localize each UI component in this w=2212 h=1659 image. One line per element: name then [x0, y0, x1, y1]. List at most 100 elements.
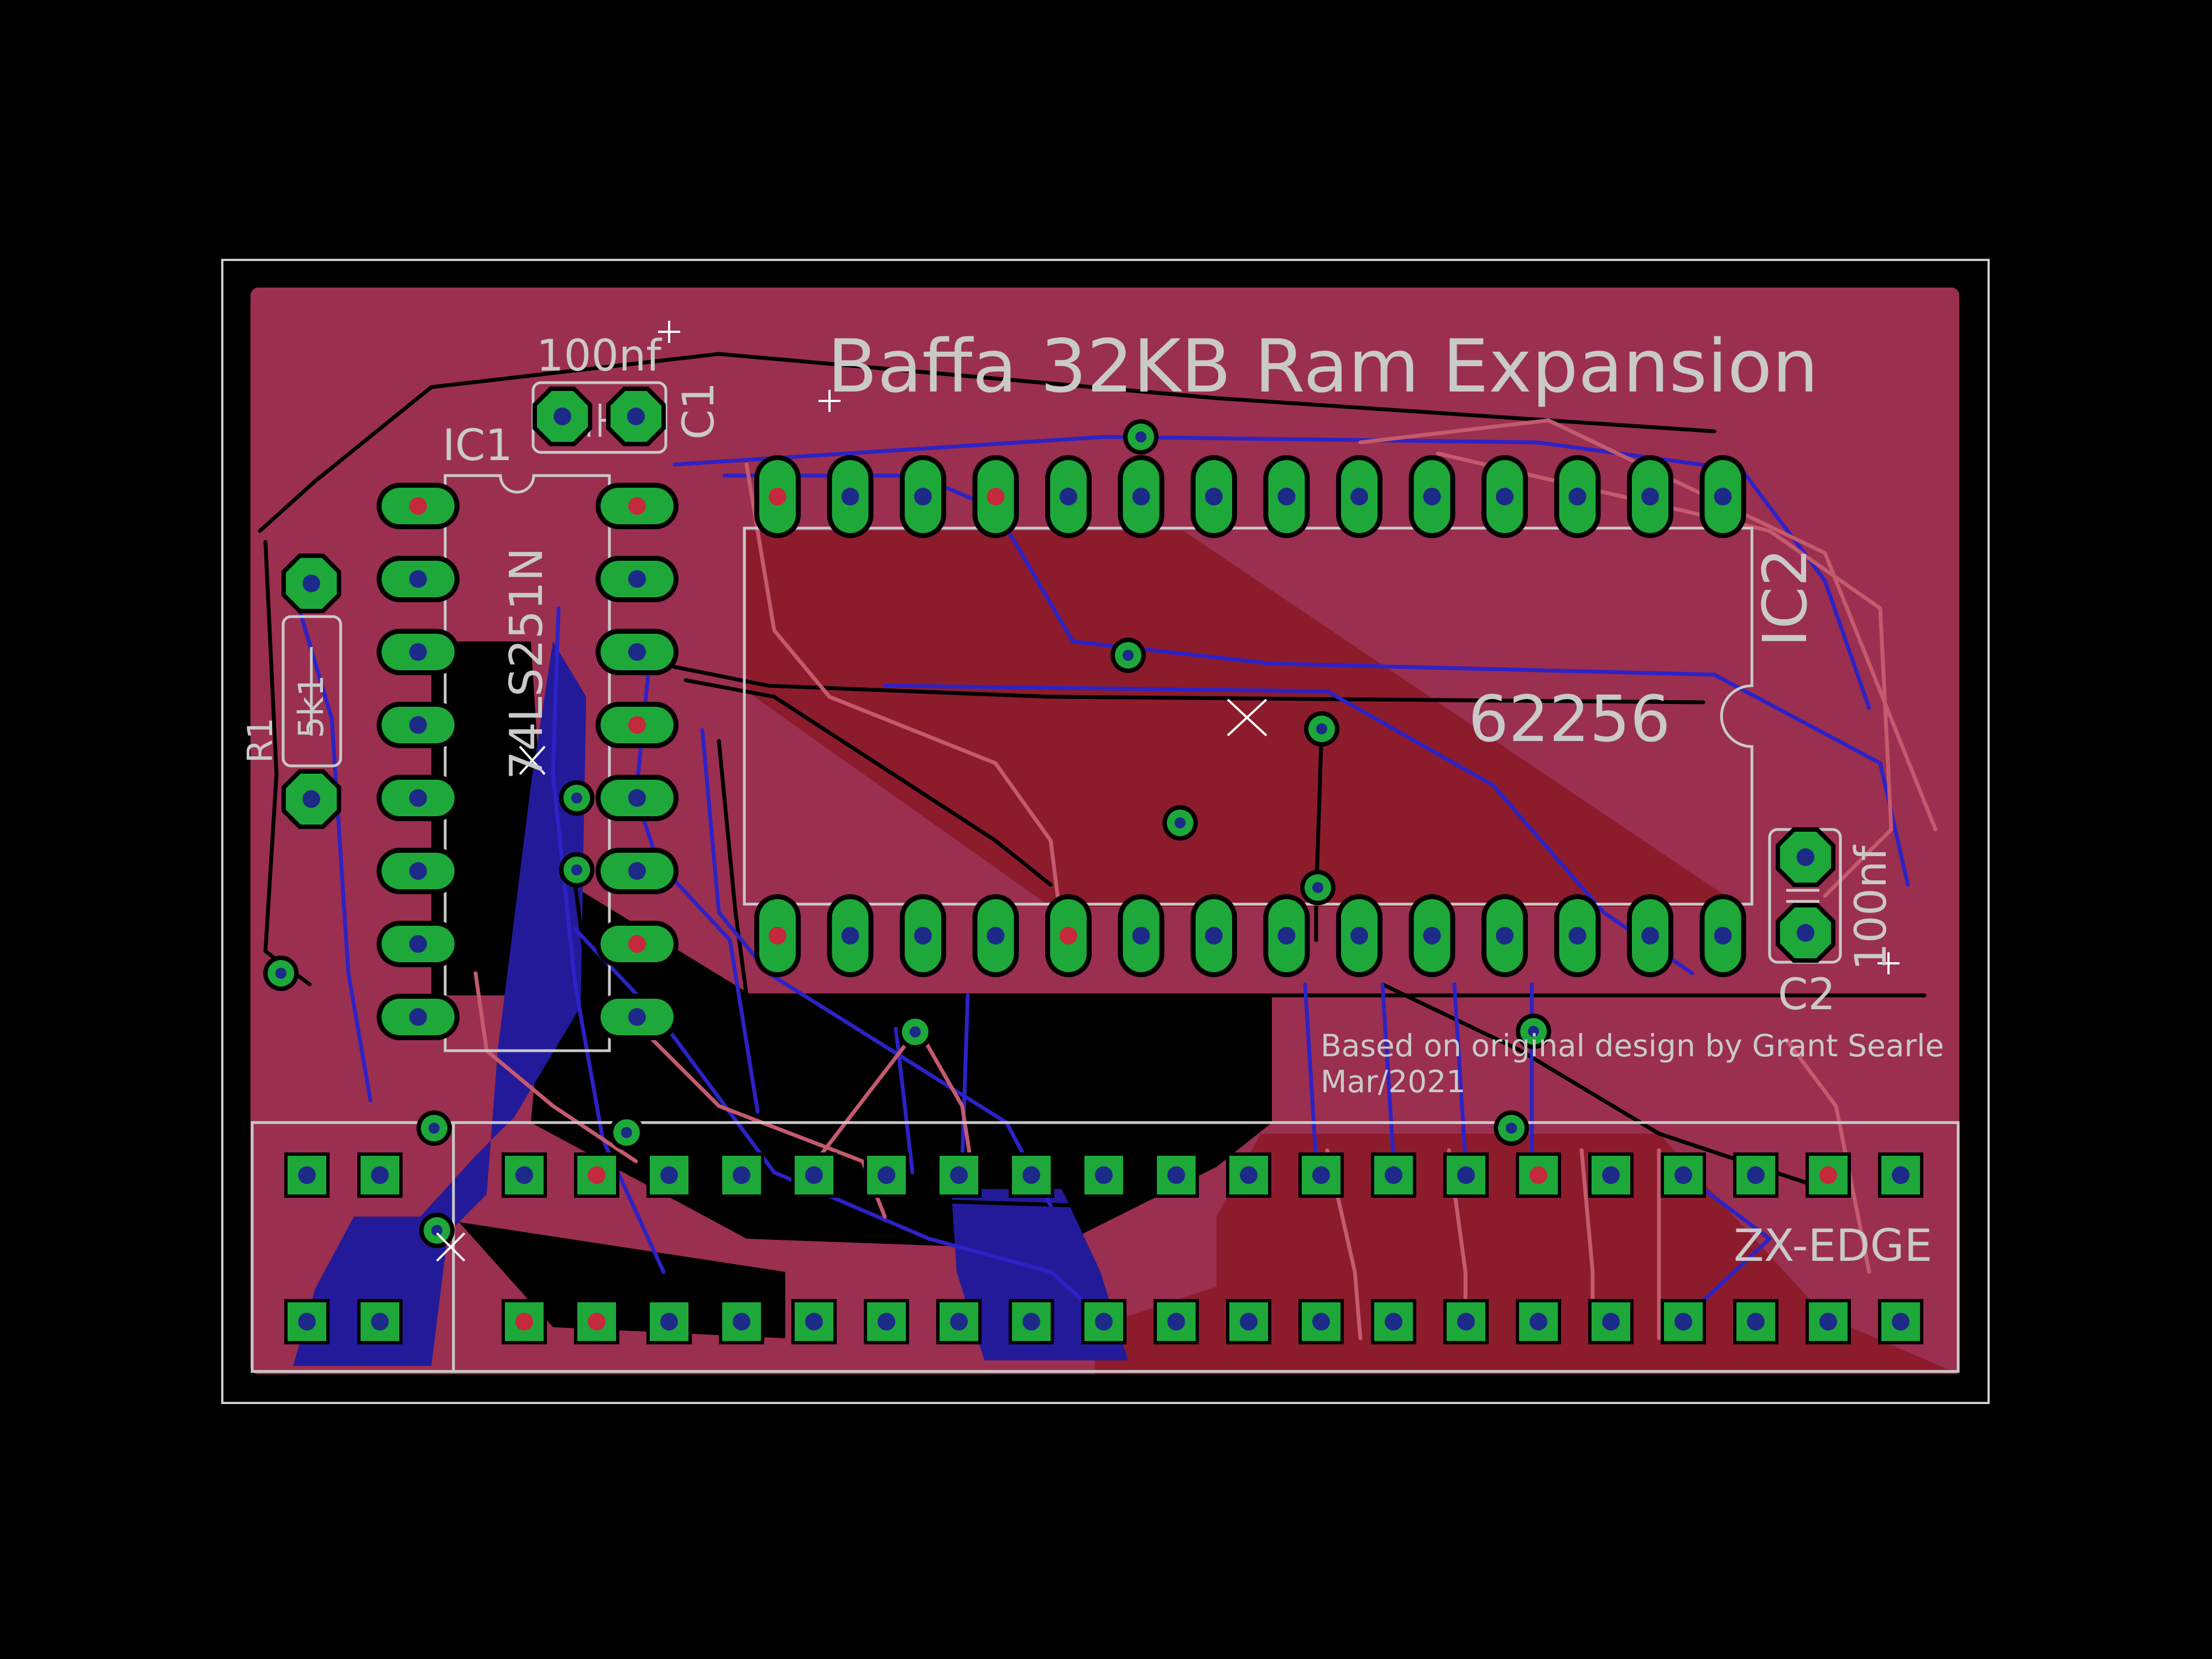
zx-edge-top-7-drill [805, 1166, 823, 1184]
zx-edge-top-6-drill [733, 1166, 750, 1184]
origin-marks [436, 321, 1900, 1262]
zx-edge-bottom-19-drill [1674, 1313, 1692, 1331]
ic2-pin-bottom-8-drill [1277, 927, 1296, 945]
zx-edge-bottom-16-drill [1457, 1313, 1475, 1331]
pads-layer [263, 387, 1923, 1344]
zx-edge-top-1-drill [298, 1166, 316, 1184]
c1-value: 100nf [536, 331, 662, 381]
zx-edge-top-21-drill [1819, 1166, 1837, 1184]
zx-edge-top-3-drill [515, 1166, 533, 1184]
zx-edge-top-17-drill [1530, 1166, 1547, 1184]
zx-edge-outline [251, 1121, 1960, 1373]
ic1-pin-left-5-drill [409, 789, 427, 807]
zx-edge-top-4-drill [588, 1166, 606, 1184]
zx-edge-top-18-drill [1602, 1166, 1620, 1184]
ic2-pin-bottom-1-drill [769, 927, 786, 945]
ic2-pin-top-5-drill [1060, 488, 1077, 505]
via-9-drill [910, 1026, 921, 1037]
ic1-pin-right-8-drill [628, 1008, 646, 1026]
via-2-drill [1123, 650, 1134, 661]
via-1-drill [1135, 431, 1146, 442]
via-3-drill [1316, 723, 1327, 734]
ic2-pin-bottom-5-drill [1060, 927, 1077, 945]
zx-edge-bottom-12-drill [1167, 1313, 1185, 1331]
zx-edge-bottom-22-drill [1892, 1313, 1910, 1331]
ic1-pin-right-7-drill [628, 935, 646, 953]
zx-edge-top-5-drill [660, 1166, 678, 1184]
ic1-outline [444, 474, 611, 1052]
ic1-pin-right-1-drill [628, 497, 646, 515]
zx-edge-bottom-18-drill [1602, 1313, 1620, 1331]
c2-ref: C2 [1778, 970, 1835, 1020]
ic2-pin-top-14-drill [1714, 488, 1732, 505]
ic1-ref: IC1 [442, 421, 513, 471]
r1-outline [281, 615, 342, 768]
board-title: Baffa 32KB Ram Expansion [827, 324, 1818, 409]
ic1-pin-left-4-drill [409, 716, 427, 734]
ic2-pin-top-11-drill [1496, 488, 1514, 505]
ic2-pin-bottom-3-drill [914, 927, 932, 945]
zx-edge-top-2-drill [371, 1166, 389, 1184]
c2-pad-2-drill [1797, 924, 1814, 942]
zx-edge-top-11-drill [1095, 1166, 1113, 1184]
c2-pad-1-drill [1797, 848, 1814, 866]
via-7-drill [571, 864, 582, 875]
ic2-pin-bottom-14-drill [1714, 927, 1732, 945]
c2-value: 100nf [1846, 845, 1896, 971]
via-4-drill [1175, 817, 1186, 828]
zx-edge-top-12-drill [1167, 1166, 1185, 1184]
via-8-drill [275, 968, 286, 979]
zx-edge-top-8-drill [878, 1166, 895, 1184]
zx-edge-bottom-13-drill [1240, 1313, 1258, 1331]
via-6-drill [571, 792, 582, 804]
r1-pad-2-drill [302, 790, 320, 808]
ic1-pin-right-6-drill [628, 862, 646, 880]
via-12-drill [429, 1123, 440, 1134]
ic2-pin-top-12-drill [1568, 488, 1587, 505]
ic2-pin-bottom-13-drill [1641, 927, 1659, 945]
ic2-pin-top-7-drill [1205, 488, 1223, 505]
ic2-pin-bottom-12-drill [1568, 927, 1587, 945]
ic2-pin-bottom-7-drill [1205, 927, 1223, 945]
zx-edge-top-19-drill [1674, 1166, 1692, 1184]
ic1-pin-left-3-drill [409, 643, 427, 661]
zx-edge-top-14-drill [1312, 1166, 1330, 1184]
zx-edge-top-15-drill [1385, 1166, 1402, 1184]
zx-edge-bottom-3-drill [515, 1313, 533, 1331]
ic1-pin-right-4-drill [628, 716, 646, 734]
zx-edge-bottom-2-drill [371, 1313, 389, 1331]
silkscreen-outlines [251, 381, 1960, 1373]
ic2-pin-top-4-drill [987, 488, 1005, 505]
credit-line-2: Mar/2021 [1321, 1064, 1465, 1099]
ic2-pin-bottom-6-drill [1132, 927, 1150, 945]
zx-edge-top-9-drill [950, 1166, 968, 1184]
zx-edge-bottom-15-drill [1385, 1313, 1402, 1331]
zx-edge-bottom-4-drill [588, 1313, 606, 1331]
ic2-pin-bottom-2-drill [841, 927, 859, 945]
ic1-pin-right-5-drill [628, 789, 646, 807]
zx-edge-bottom-1-drill [298, 1313, 316, 1331]
ic1-pin-left-1-drill [409, 497, 427, 515]
zx-edge-bottom-7-drill [805, 1313, 823, 1331]
credit-line-1: Based on original design by Grant Searle [1321, 1028, 1944, 1063]
c1-pad-2-drill [627, 408, 645, 425]
ic1-pin-left-6-drill [409, 862, 427, 880]
r1-value: 5k1 [291, 675, 331, 738]
zx-edge-bottom-14-drill [1312, 1313, 1330, 1331]
ic2-pin-top-1-drill [769, 488, 786, 505]
ic2-pin-top-6-drill [1132, 488, 1150, 505]
via-13-drill [431, 1225, 442, 1236]
ic1-pin-left-2-drill [409, 570, 427, 588]
ic1-pin-left-7-drill [409, 935, 427, 953]
zx-edge-bottom-17-drill [1530, 1313, 1547, 1331]
ic2-value: 62256 [1468, 682, 1671, 757]
ic2-pin-top-8-drill [1277, 488, 1296, 505]
ic2-pin-bottom-4-drill [987, 927, 1005, 945]
zx-edge-bottom-8-drill [878, 1313, 895, 1331]
ic2-pin-bottom-10-drill [1423, 927, 1441, 945]
via-11-drill [1506, 1123, 1517, 1134]
zx-edge-label: ZX-EDGE [1734, 1220, 1932, 1271]
via-10-drill [1528, 1026, 1539, 1037]
zx-edge-bottom-9-drill [950, 1313, 968, 1331]
ic2-pin-top-10-drill [1423, 488, 1441, 505]
